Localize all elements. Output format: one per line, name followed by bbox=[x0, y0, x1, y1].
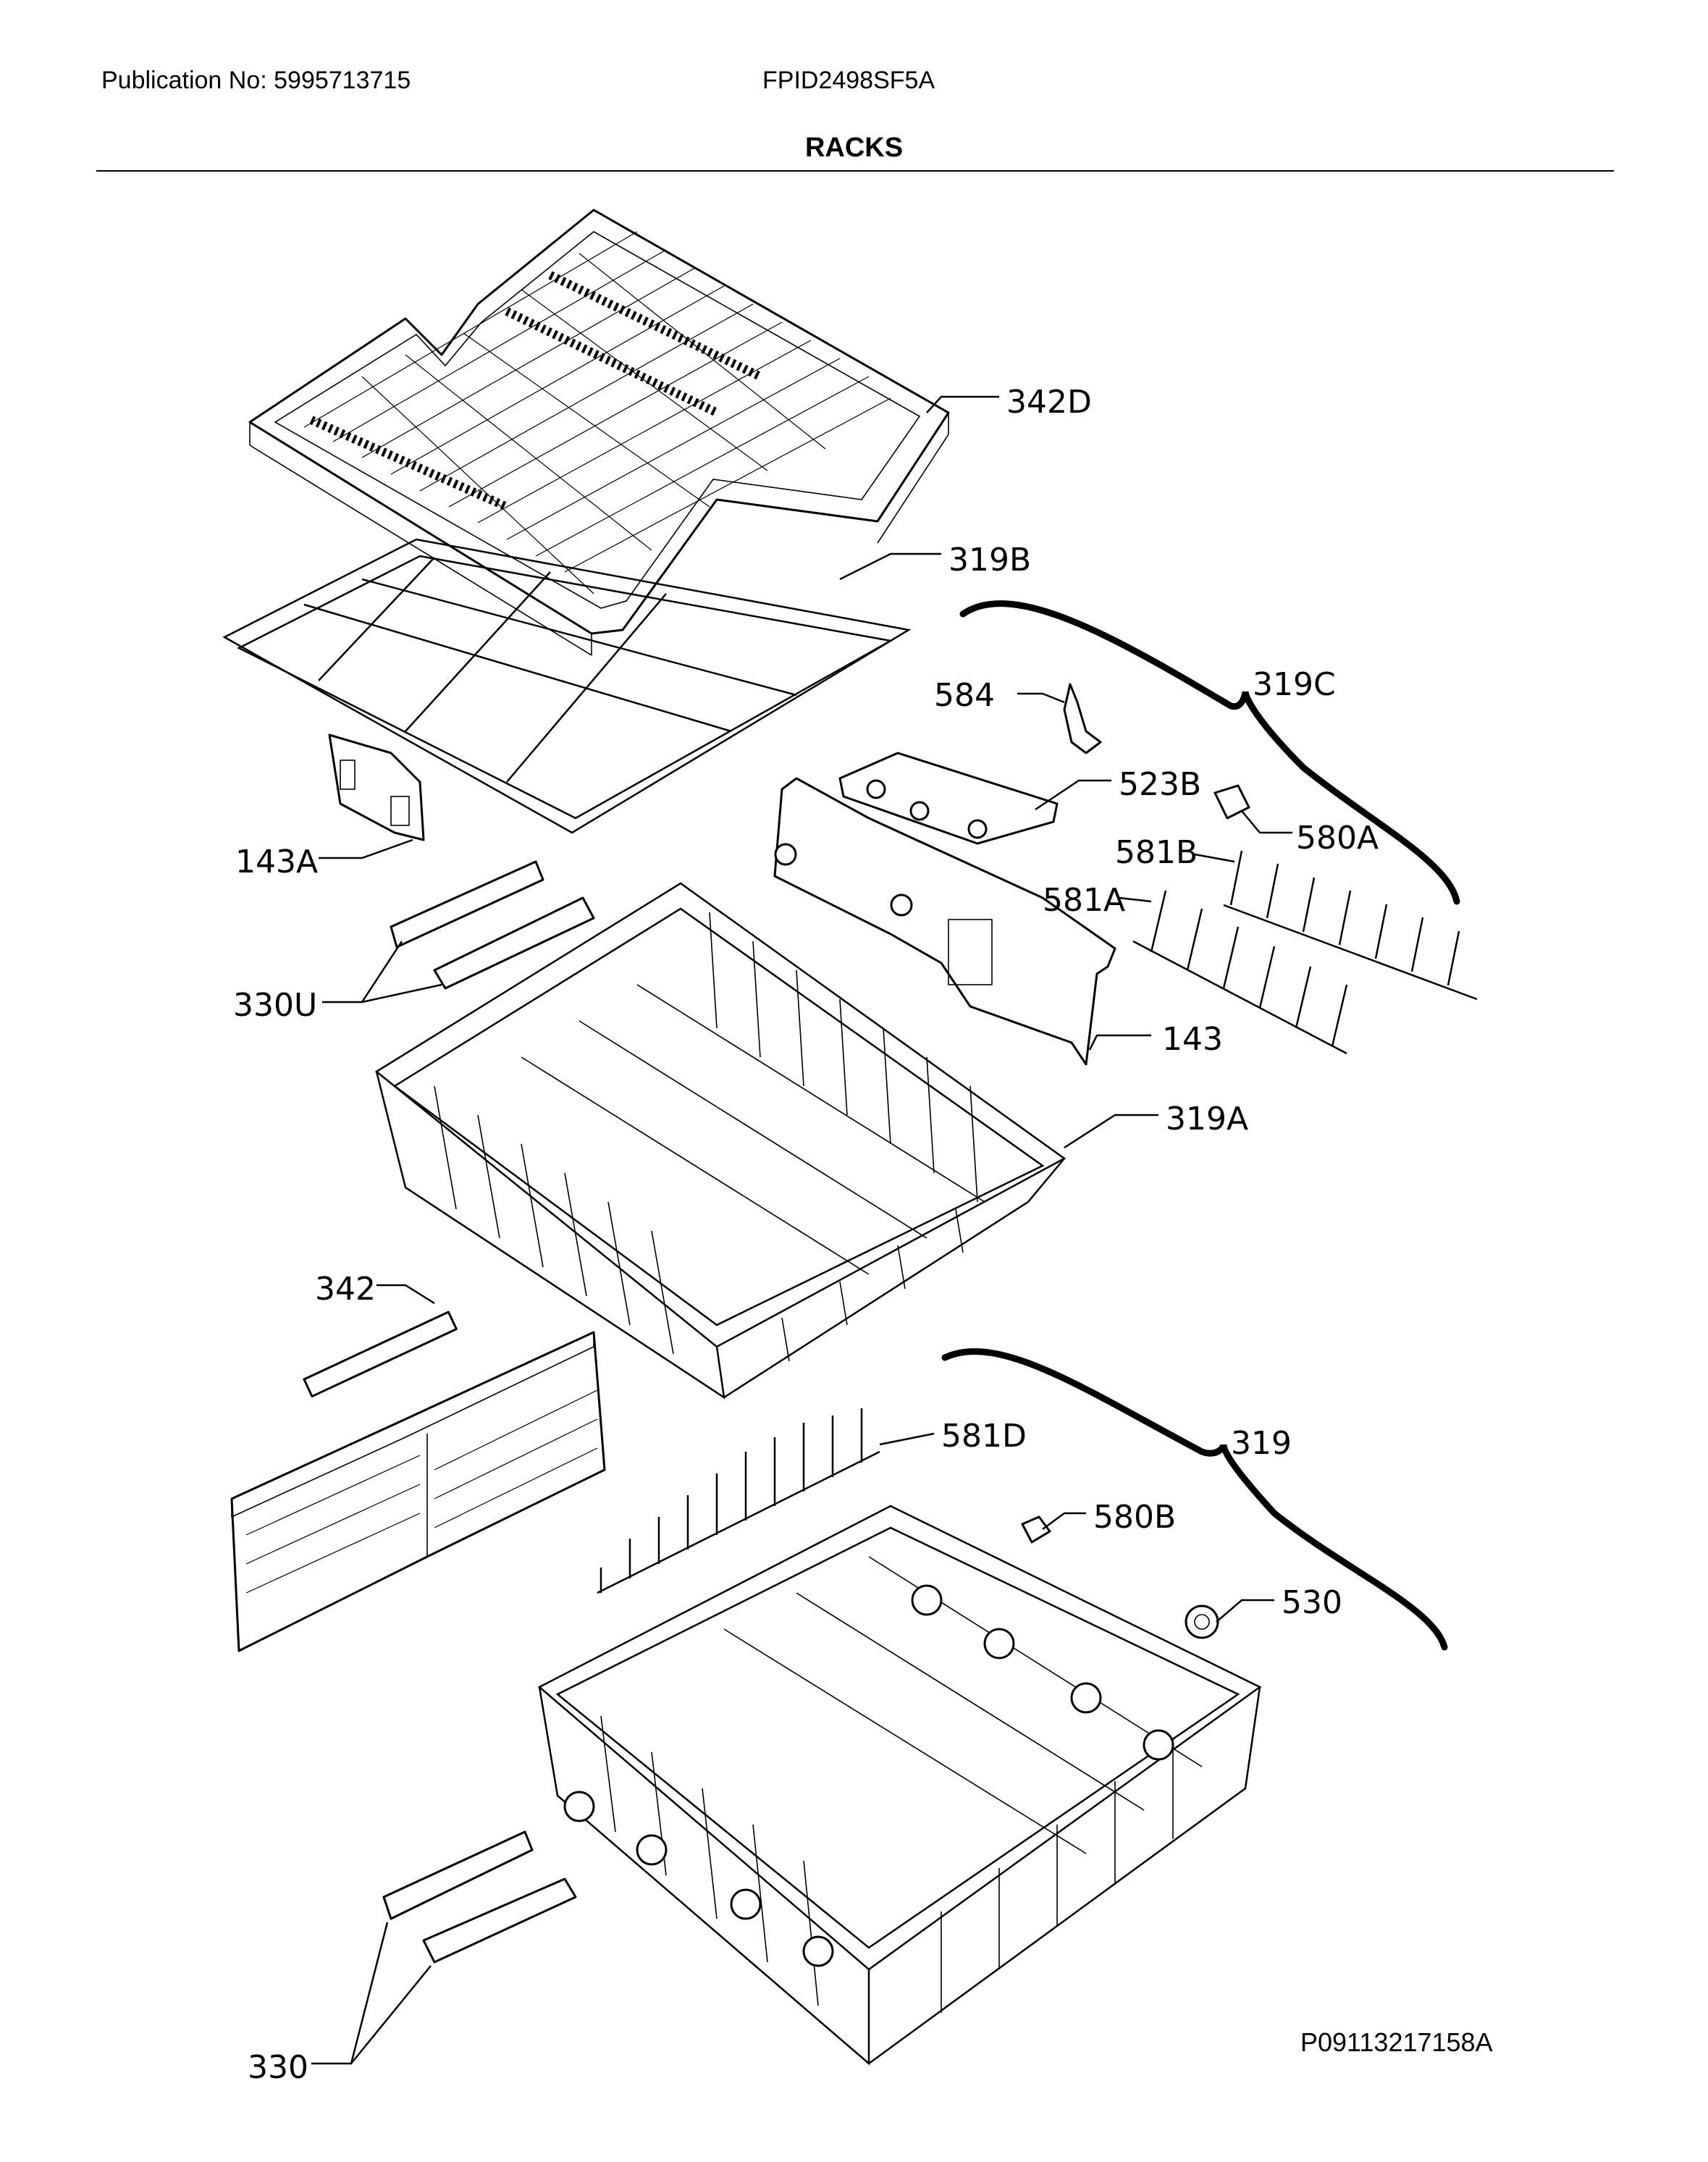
cutlery-basket-drawing bbox=[230, 1311, 606, 1652]
clip-580B-drawing bbox=[1021, 1515, 1051, 1544]
callout-523B: 523B bbox=[1119, 766, 1201, 803]
publication-number: Publication No: 5995713715 bbox=[101, 67, 411, 94]
clip-580A-drawing bbox=[1213, 784, 1250, 820]
cutlery-tray-drawing bbox=[248, 209, 950, 656]
callout-143: 143 bbox=[1162, 1021, 1223, 1058]
callout-581B: 581B bbox=[1115, 834, 1198, 871]
model-number: FPID2498SF5A bbox=[762, 67, 935, 94]
callout-330U: 330U bbox=[233, 987, 317, 1024]
upper-rack-drawing bbox=[374, 882, 1067, 1400]
callout-581D: 581D bbox=[941, 1418, 1027, 1455]
clip-584-drawing bbox=[1063, 683, 1102, 754]
callout-319: 319 bbox=[1231, 1425, 1292, 1462]
fold-down-tines-drawing bbox=[1132, 850, 1478, 1055]
callout-342D: 342D bbox=[1006, 384, 1092, 421]
callout-584: 584 bbox=[934, 677, 995, 714]
callout-530: 530 bbox=[1282, 1584, 1342, 1621]
lower-rail-covers-drawing bbox=[382, 1830, 577, 1964]
section-title: RACKS bbox=[804, 133, 904, 163]
drawing-code: P09113217158A bbox=[1300, 2027, 1493, 2057]
callout-580A: 580A bbox=[1296, 820, 1379, 857]
callout-342: 342 bbox=[315, 1271, 376, 1308]
rack-wheel-drawing bbox=[1185, 1604, 1219, 1639]
upper-rail-covers-drawing bbox=[390, 860, 595, 990]
rack-adjuster-bar-drawing bbox=[773, 777, 1116, 1066]
callout-319A: 319A bbox=[1166, 1101, 1248, 1137]
callout-330: 330 bbox=[248, 2049, 308, 2086]
tine-bracket-drawing bbox=[838, 752, 1059, 845]
callout-319B: 319B bbox=[948, 542, 1031, 579]
group-brace-319C bbox=[959, 600, 1460, 905]
group-brace-319 bbox=[941, 1348, 1448, 1651]
rack-adjuster-clip-drawing bbox=[328, 733, 425, 841]
callout-581A: 581A bbox=[1043, 882, 1125, 919]
header-divider bbox=[96, 170, 1614, 172]
lower-fold-down-tines-drawing bbox=[597, 1408, 880, 1594]
callout-580B: 580B bbox=[1093, 1499, 1176, 1536]
callout-leaders bbox=[311, 395, 1292, 2065]
tray-support-frame-drawing bbox=[222, 538, 912, 834]
callout-319C: 319C bbox=[1253, 666, 1336, 703]
lower-rack-drawing bbox=[537, 1505, 1262, 2066]
callout-143A: 143A bbox=[235, 844, 318, 880]
